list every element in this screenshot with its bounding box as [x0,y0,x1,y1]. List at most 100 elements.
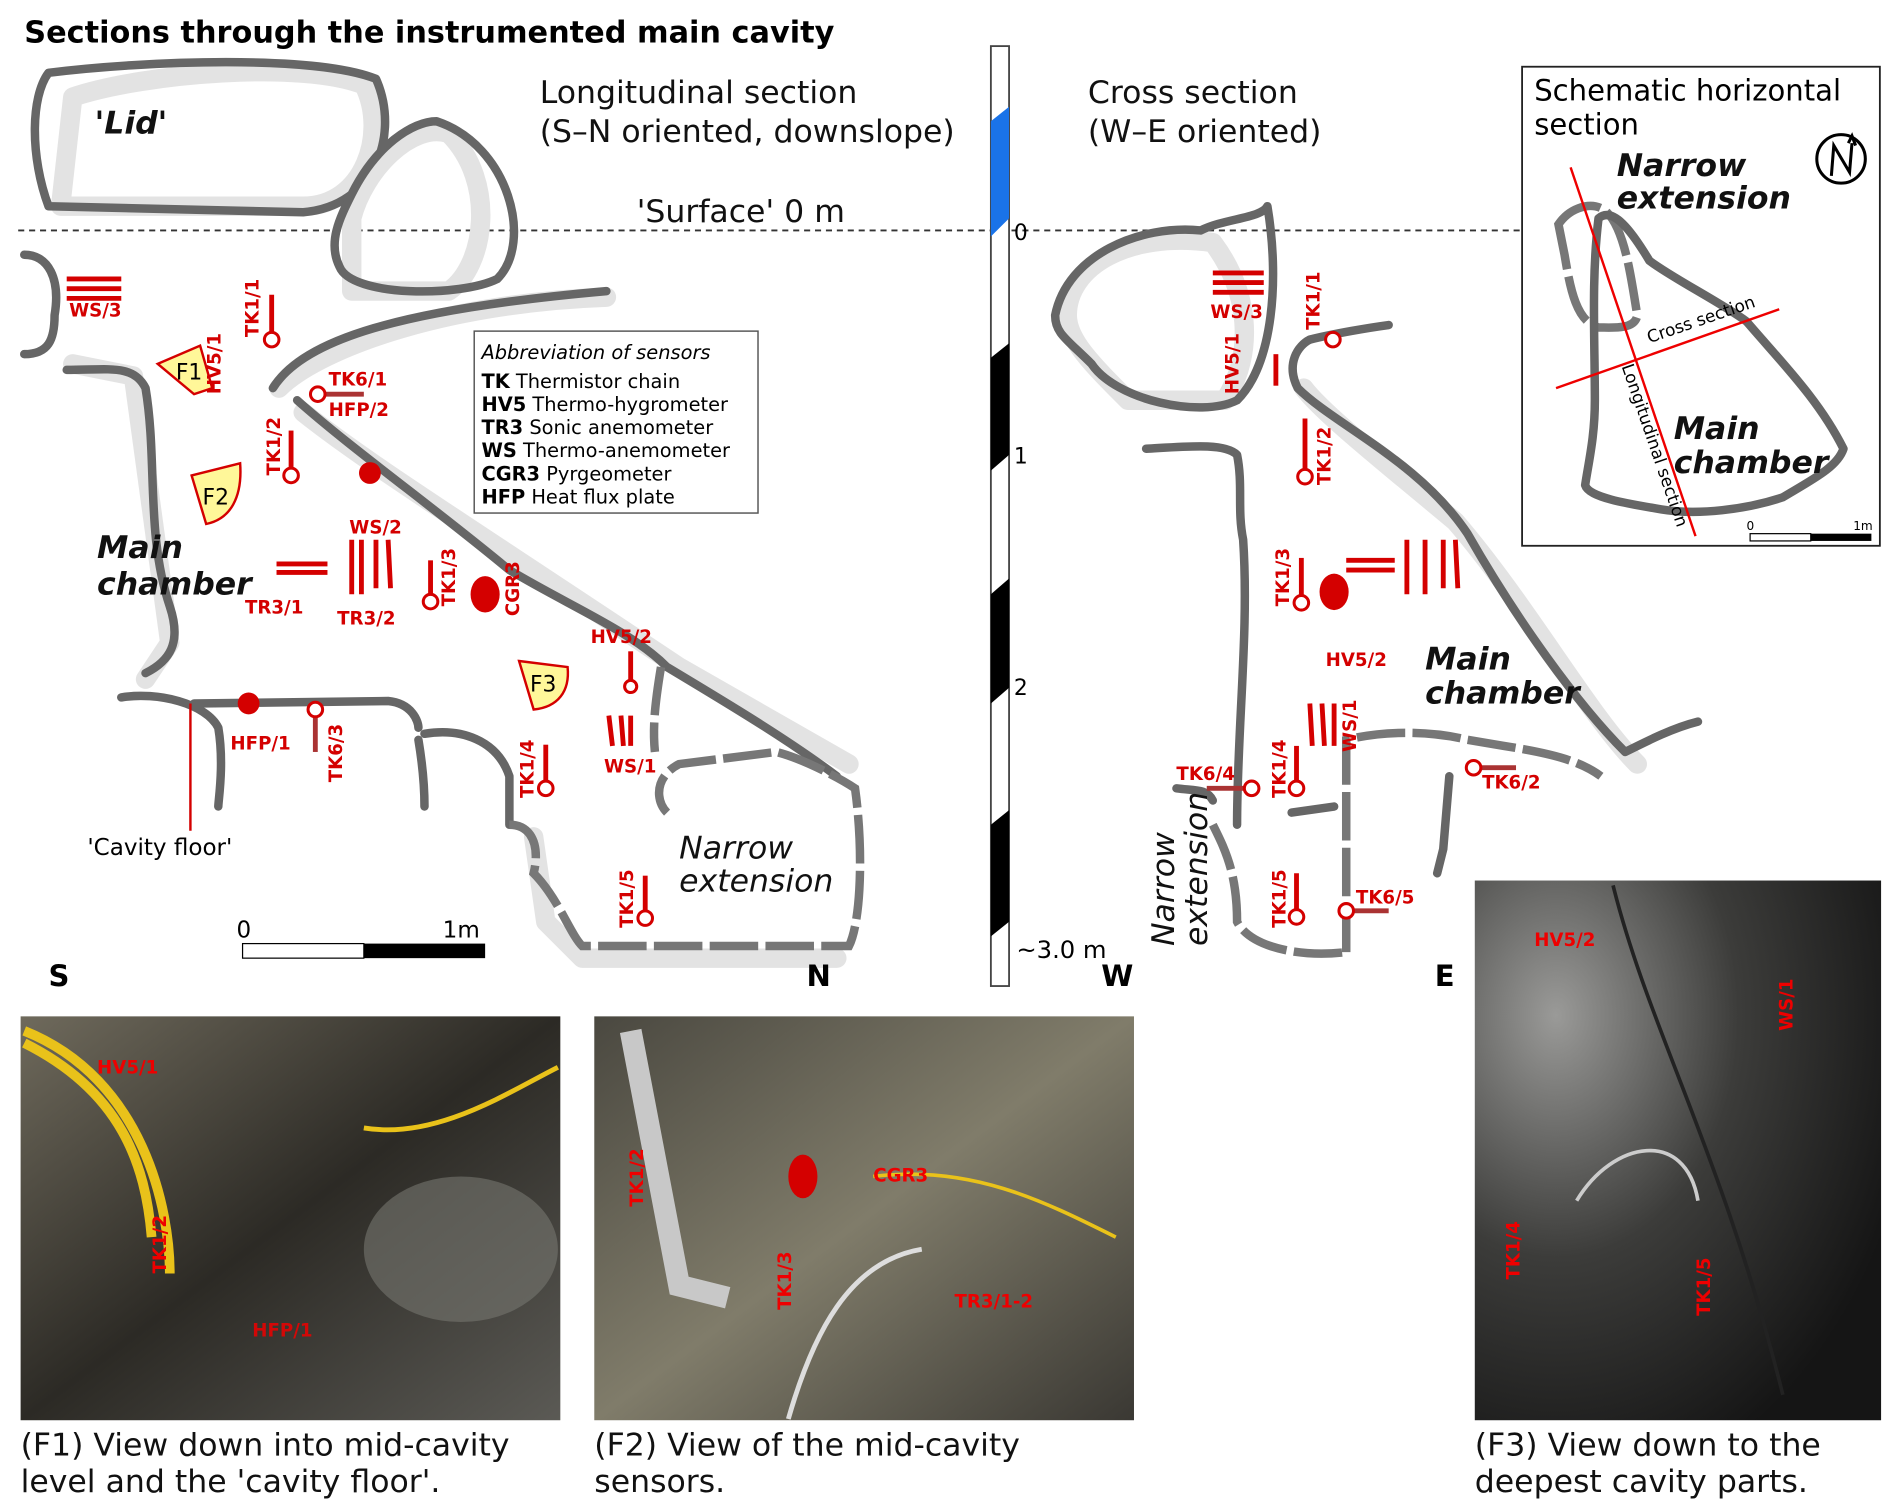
label: 1m [1853,519,1873,533]
label: Pyrgeometer [546,462,671,485]
main-chamber-label: Main [97,530,183,566]
label: CGR3 [503,561,524,616]
label: TK1/1 [1304,271,1325,329]
label: Thermo-hygrometer [531,393,728,416]
label: TK1/5 [1270,869,1291,927]
label: TK1/5 [1694,1257,1715,1315]
label: TK1/2 [150,1215,171,1273]
depth-ruler: 0 1 2 ~3.0 m [989,45,1107,987]
label: TK1/4 [1270,740,1291,798]
label: Heat flux plate [531,485,674,508]
label: TK1/3 [1273,548,1294,606]
thermistor-icon [1296,418,1314,486]
label: TK1/5 [617,869,638,927]
label: TK6/5 [1356,888,1414,909]
label: CGR3 [873,1165,928,1186]
thermistor-icon [262,294,281,349]
label: chamber [1674,445,1831,481]
label: Main [1674,411,1760,447]
main-chamber-label-2: chamber [97,566,254,602]
photo-marker-f1[interactable]: F1 [155,344,214,396]
cross-walls [1050,201,1703,958]
label: TK1/2 [627,1148,648,1206]
label: HV5/1 [1222,333,1243,394]
sensor-legend: Abbreviation of sensors TK Thermistor ch… [473,330,759,514]
photo-marker-f2[interactable]: F2 [190,461,242,526]
photo-marker-f3[interactable]: F3 [517,659,570,711]
label: WS/3 [69,301,121,322]
thermistor-icon [421,560,440,611]
svg-text:WS Thermo-anemometer: WS Thermo-anemometer [481,439,730,462]
label: TK6/1 [329,370,387,391]
cross-main-chamber-label: Main [1425,641,1511,677]
svg-text:CGR3 Pyrgeometer: CGR3 Pyrgeometer [481,462,671,485]
photo-f1-caption: (F1) View down into mid-cavity [21,1427,510,1463]
photo-f2: TK1/2 CGR3 TK1/3 TR3/1-2 [594,1016,1134,1421]
label: TR3/1-2 [954,1291,1033,1312]
label: HV5/1 [97,1057,158,1078]
west-label: W [1101,959,1133,993]
label: WS/1 [604,757,656,778]
figure-title: Sections through the instrumented main c… [24,15,834,50]
cross-subheading: (W–E oriented) [1088,114,1322,150]
cross-sensors: WS/3 TK1/1 HV5/1 TK1/2 TK1/3 HV5/2 WS/1 … [1176,270,1541,928]
schematic-panel: Schematic horizontal section Narrow exte… [1521,65,1881,547]
label: WS/2 [349,518,401,539]
label: F1 [176,361,202,386]
cross-narrow-label-2: extension [1179,792,1215,946]
label: TK1/4 [1504,1221,1525,1279]
label: section [1534,108,1639,142]
label: TK6/2 [1482,772,1540,793]
label: 0 [1014,221,1028,246]
label: HV5/1 [205,333,226,394]
label: HV5/2 [1326,650,1387,671]
thermistor-icon [1287,745,1306,798]
east-label: E [1435,959,1455,993]
narrow-extension-label-2: extension [679,863,833,899]
label: HV5/2 [1534,930,1595,951]
label: Narrow [1617,148,1747,184]
label: F2 [203,486,229,511]
svg-text:HV5 Thermo-hygrometer: HV5 Thermo-hygrometer [481,393,728,416]
label: Thermistor chain [515,370,680,393]
cross-heading: Cross section [1088,75,1298,111]
anemometer-icon [66,276,634,747]
cross-narrow-label: Narrow [1146,832,1182,946]
thermistor-chain-end-icon [306,700,325,752]
photo-f3-caption: (F3) View down to the [1475,1427,1821,1463]
longitudinal-walls [20,57,865,968]
label: HV5/2 [591,627,652,648]
thermistor-icon [623,651,639,695]
pyrgeometer-icon [470,576,500,613]
thermistor-icon [1292,557,1311,612]
label: TK1/4 [518,740,539,798]
scale-bar: 0 1m [237,918,486,959]
svg-text:HFP Heat flux plate: HFP Heat flux plate [481,485,674,508]
label: TK1/2 [1314,427,1335,485]
north-arrow-icon [1815,132,1867,185]
narrow-extension-label: Narrow [679,831,793,867]
thermistor-chain-end-icon [1206,330,1517,920]
photo-f1-caption-2: level and the 'cavity floor'. [21,1464,441,1500]
svg-text:TK Thermistor chain: TK Thermistor chain [481,370,680,393]
heat-flux-plate-icon [237,462,381,715]
thermistor-chain-end-icon [308,385,364,403]
label: HFP [481,485,525,508]
anemometer-icon [1212,270,1461,747]
pyrgeometer-icon [1319,573,1349,611]
svg-text:TR3 Sonic anemometer: TR3 Sonic anemometer [481,416,713,439]
surface-label: 'Surface' 0 m [637,194,845,230]
label: TK1/2 [264,417,285,475]
south-label: S [49,959,70,993]
cavity-floor-label: 'Cavity floor' [87,835,232,861]
label: Sonic anemometer [529,416,713,439]
label: WS/1 [1340,699,1361,751]
label: HV5 [481,393,526,416]
label: TK1/3 [439,548,460,606]
label: extension [1617,181,1791,217]
label: TR3/1 [245,598,303,619]
thermistor-icon [282,430,300,485]
label: WS/3 [1210,302,1262,323]
thermistor-icon [536,744,555,798]
label: TR3/2 [337,609,395,630]
